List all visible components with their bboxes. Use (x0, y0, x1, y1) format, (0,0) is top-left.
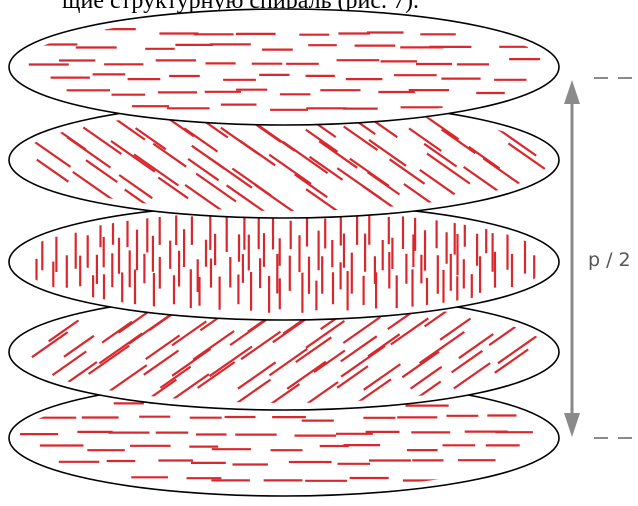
pitch-arrow-down-head (564, 413, 580, 437)
disc-layer-1 (9, 9, 559, 125)
layer-1-outline (9, 9, 559, 125)
disc-layer-3 (9, 204, 559, 320)
pitch-indicator: p / 2 (564, 78, 638, 438)
pitch-label: p / 2 (588, 249, 631, 271)
pitch-arrow-up-head (564, 80, 580, 104)
layer-stack (9, 9, 559, 496)
